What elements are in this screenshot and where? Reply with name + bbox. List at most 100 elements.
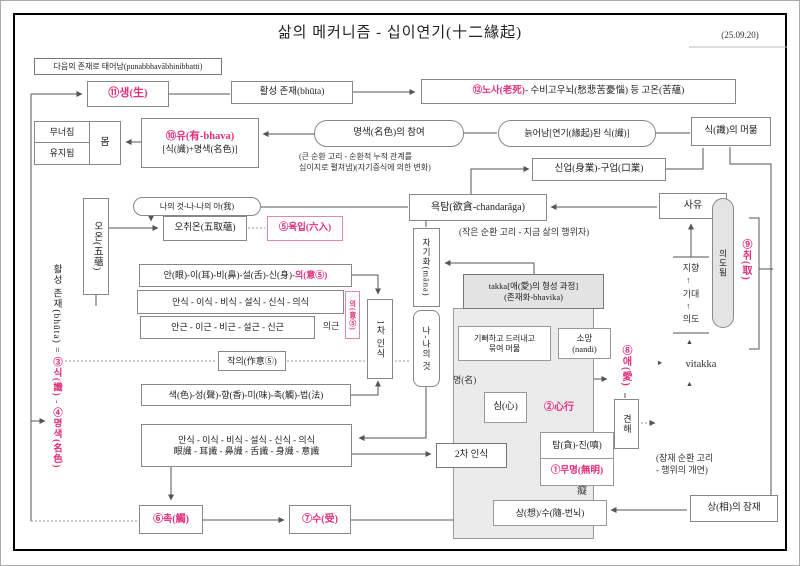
first-cognition-box: 1차 인식 [367,299,393,379]
latent-loop-note: (잠재 순환 고리 - 행위의 개연) [656,452,784,476]
perception-label: 상(想)/수(隨-번뇌) [515,507,585,518]
triangle-up-icon: ▲ [686,380,693,388]
me-mine-label: 나-나의 것 [421,326,432,371]
maintain-cell: 유지됨 [34,142,90,165]
contact-box: ⑥촉(觸) [139,505,203,534]
delight-line1: 기뻐하고 드러내고 [474,333,535,343]
selfing-label: 자기화(māna) [421,238,432,297]
five-clinging-box: 오취온(五取蘊) [163,216,247,241]
big-loop-line2: 십이지로 펼쳐냄)(자기증식에 의한 변화) [299,162,431,172]
aging-death-box: ⑫노사(老死) - 수비고우뇌(愁悲苦憂惱) 등 고온(苦蘊) [421,79,736,104]
vitakka-label: vitakka [685,359,717,370]
active-being-label: 활성 존재(bhūta) [259,86,325,97]
craving-label: ⑧애(愛) [620,345,631,387]
mind-box: 심(心) [484,392,527,423]
second-cognition-box: 2차 인식 [436,443,507,468]
me-mine-box: 나-나의 것 [413,310,440,387]
five-aggregates-box: 오온(五蘊) [83,198,109,295]
mind-sankhara-label: ②心行 [544,402,574,413]
body-cell: 몸 [89,121,121,165]
page-title: 삶의 메커니즘 - 십이연기(十二緣起) [277,25,523,41]
aged-vinnana-label: 늙어남[연기(緣起)된 식(識)] [524,128,630,139]
perception-box: 상(想)/수(隨-번뇌) [493,500,607,526]
becoming-label: ⑩유(有-bhava) [165,131,235,143]
five-clinging-label: 오취온(五取蘊) [174,222,236,233]
six-vinnana-hanja: 眼識 - 耳識 - 鼻識 - 舌識 - 身識 - 意識 [173,445,320,456]
vinnana-stay-label: 식(識)의 머묾 [704,125,758,136]
delight-line2: 묶여 머묾 [488,343,521,353]
objects-row-label: 색(色)-성(聲)-향(香)-미(味)-촉(觸)-법(法) [168,389,324,400]
selfing-box: 자기화(māna) [413,228,440,307]
aim-1: 지향 [682,263,700,273]
namarupa-join-label: 명색(名色)의 참여 [353,127,425,138]
takka-header-box: takka[애(愛)의 형성 과정] (존재화-bhavika) [463,274,604,309]
intended-capsule: 의도됨 [712,198,734,328]
mine-me-self-box: 나의 것-나-나의 아(我) [133,197,261,216]
active-being-equation: 활성 존재(bhūta) = ③식(識) - ④명색(名色) [49,264,63,479]
aim-3: 의도 [682,314,700,324]
kamma-label: 신업(身業)-구업(口業) [554,163,644,174]
view-label: 견해 [621,414,632,434]
mind-tag-box: 의(意⑤) [345,291,360,339]
roots-row-box: 안근 - 이근 - 비근 - 설근 - 신근 [140,316,315,339]
five-aggregates-label: 오온(五蘊) [91,221,102,272]
aim-2: 기대 [682,289,700,299]
active-being-box: 활성 존재(bhūta) [231,81,353,104]
chi-label: 癡 [577,486,587,497]
latent-line2: - 행위의 개연) [656,465,708,476]
six-vinnana-box: 안식 - 이식 - 비식 - 설식 - 신식 - 의식 眼識 - 耳識 - 鼻識… [141,424,352,467]
kamma-box: 신업(身業)-구업(口業) [532,158,666,181]
ignorance-label: ①무명(無明) [550,466,604,477]
nandi-box: 소망 (nandi) [558,328,611,359]
roots-row-label: 안근 - 이근 - 비근 - 설근 - 신근 [171,322,284,333]
organs-mind-label: 의(意⑤) [295,270,328,281]
date-label: (25.09.20) [721,30,759,40]
contact-label: ⑥촉(觸) [153,513,189,525]
delight-box: 기뻐하고 드러내고 묶여 머묾 [458,326,551,361]
mind-root-label: 의근 [322,321,340,331]
mind-tag-label: 의(意⑤) [348,299,357,331]
triangle-up-icon: ▲ [686,338,693,346]
aging-death-number: ⑫노사(老死) [472,85,525,96]
rebirth-box: 다음의 존재로 태어남(punabbhavābhinibbatti) [34,58,222,75]
crumble-cell: 무너짐 [34,121,90,143]
view-box: 견해 [614,399,639,449]
six-vinnana-kr: 안식 - 이식 - 비식 - 설식 - 신식 - 의식 [178,434,315,445]
small-loop-note: (작은 순환 고리 - 지금 삶의 행위자) [459,227,590,237]
becoming-sub-label: [식(識)+명색(名色)] [162,143,238,154]
organs-main-label: 안(眼)-이(耳)-비(鼻)-설(舌)-신(身)- [163,270,296,281]
latent-sang-label: 상(相)의 잠재 [707,502,761,513]
rebirth-label: 다음의 존재로 태어남(punabbhavābhinibbatti) [53,61,203,71]
active-eq-pink-label: ③식(識) - ④명색(名色) [51,356,61,469]
big-loop-line1: (큰 순환 고리 - 순환적 누적 관계를 [299,152,413,161]
six-bases-label: ⑤육입(六入) [278,222,332,233]
aged-vinnana-box: 늙어남[연기(緣起)된 식(識)] [498,120,656,147]
nandi-line2: (nandi) [572,343,597,354]
active-eq-label: 활성 존재(bhūta) = [51,264,61,357]
first-cognition-label: 1차 인식 [375,319,386,359]
vinnana-stay-box: 식(識)의 머묾 [691,117,771,146]
organs-box: 안(眼)-이(耳)-비(鼻)-설(舌)-신(身)-의(意⑤) [139,264,352,287]
maintain-label: 유지됨 [49,148,75,159]
mind-box-label: 심(心) [493,401,518,412]
namarupa-join-box: 명색(名色)의 참여 [314,120,464,147]
intended-label: 의도됨 [718,248,729,278]
up-arrow-icon: ↑ [686,275,691,285]
grasping-label: ⑨취(取) [740,239,751,281]
mine-me-self-label: 나의 것-나-나의 아(我) [159,201,235,211]
feeling-box: ⑦수(受) [289,505,351,534]
objects-row-box: 색(色)-성(聲)-향(香)-미(味)-촉(觸)-법(法) [141,384,351,406]
nandi-line1: 소망 [576,333,593,344]
takka-line1: takka[애(愛)의 형성 과정] [488,281,579,292]
thought-label: 사유 [683,200,703,211]
birth-label: ⑪생(生) [108,87,148,100]
up-arrow-icon: ↑ [686,301,691,311]
greed-ignorance-box: 탐(貪)-진(嗔) ①무명(無明) [540,432,614,486]
aging-death-rest: - 수비고우뇌(愁悲苦憂惱) 등 고온(苦蘊) [524,85,685,96]
big-loop-note: (큰 순환 고리 - 순환적 누적 관계를 십이지로 펼쳐냄)(자기증식에 의한… [299,152,483,174]
birth-box: ⑪생(生) [87,81,169,107]
second-cognition-label: 2차 인식 [454,449,489,460]
chandaraga-label: 욕탐(欲貪-chandarāga) [431,201,525,213]
